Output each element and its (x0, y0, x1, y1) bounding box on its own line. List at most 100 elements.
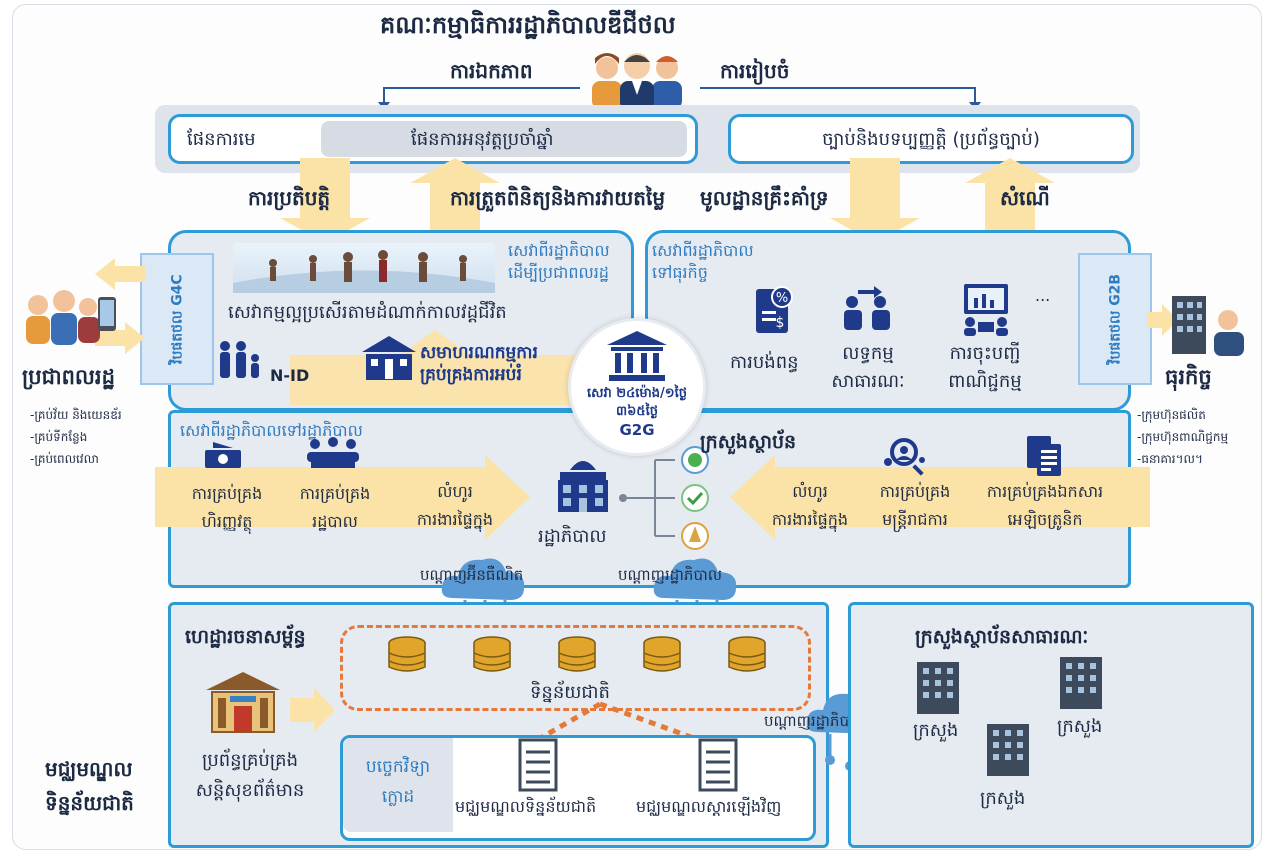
recovery-server-icon (698, 738, 738, 792)
hub-line3: G2G (619, 421, 655, 439)
national-data-box (340, 625, 811, 711)
g4c-portal-tab[interactable]: វិបផតថល G4C (140, 253, 214, 385)
business-icon (1168, 290, 1250, 356)
ministry-building-icon (987, 724, 1029, 776)
database-icons (388, 636, 766, 672)
procurement-line2: សាធារណៈ (831, 371, 905, 392)
life-cycle-image (233, 243, 495, 293)
more-services: ... (1035, 286, 1051, 305)
master-plan: ផែនការមេ (187, 129, 256, 150)
national-data-label: ទិន្នន័យជាតិ (530, 682, 610, 703)
education-line1: សមាហរណកម្មការ (420, 343, 538, 363)
ndc-server-icon (518, 738, 558, 792)
citizens-label: ប្រជាពលរដ្ឋ (22, 365, 115, 389)
workflow-right-line1: លំហូរ (792, 482, 828, 501)
documents-line2: អេឡិចត្រូនិក (1007, 510, 1083, 529)
internet-network-label: បណ្តាញអ៊ីនធឺណិត (420, 566, 524, 584)
ministry-building-icon (917, 662, 959, 714)
database-icon (388, 636, 766, 672)
finance-line1: ការគ្រប់គ្រង (191, 484, 263, 503)
annual-plan: ផែនការអនុវត្តប្រចាំឆ្នាំ (411, 129, 554, 150)
consensus-label: ការឯកភាព (450, 59, 533, 83)
officials-management: ការគ្រប់គ្រង មន្ត្រីរាជការ (860, 478, 970, 534)
cloud-line1: បច្ចេកវិទ្យា (365, 757, 431, 777)
ministry-label-1: ក្រសួង (913, 720, 959, 741)
ministry-connector (619, 446, 709, 550)
gov-network-label: បណ្តាញរដ្ឋាភិបាល (618, 566, 723, 584)
hub-line2: ៣៦៥ថ្ងៃ (616, 404, 658, 419)
g2g-header: សេវាពីរដ្ឋាភិបាលទៅរដ្ឋាភិបាល (180, 421, 363, 440)
ministry-label-3: ក្រសួង (980, 788, 1026, 809)
g2b-header: សេវាពីរដ្ឋាភិបាល ទៅធុរកិច្ច (652, 240, 754, 284)
public-procurement: លទ្ធកម្ម សាធារណៈ (818, 340, 918, 396)
finance-line2: ហិរញ្ញវត្ថុ (201, 512, 253, 531)
business-registration-icon (958, 282, 1014, 336)
national-data-center: មជ្ឈមណ្ឌលទិន្នន័យជាតិ (455, 797, 597, 816)
g2g-hub: សេវា ២៤ម៉ោង/១ថ្ងៃ ៣៦៥ថ្ងៃ G2G (568, 318, 706, 456)
security-line2: សន្តិសុខព័ត៌មាន (195, 780, 305, 801)
ministry-building-icon (1060, 657, 1102, 709)
g4c-header: សេវាពីរដ្ឋាភិបាល ដើម្បីប្រជាពលរដ្ឋ (508, 240, 610, 284)
citizens-bullet: -គ្រប់ទីកន្លែង (30, 430, 88, 444)
family-icon (215, 340, 265, 380)
procurement-icon (840, 284, 892, 334)
legal-box: ច្បាប់និងបទប្បញ្ញត្តិ (ប្រព័ន្ធច្បាប់) (728, 114, 1134, 164)
life-services: សេវាកម្មល្អប្រសើរតាមដំណាក់កាលវដ្តជីវិត (228, 302, 507, 323)
security-building-icon (206, 672, 280, 734)
life-services-arrow (290, 330, 580, 405)
education-integration: សមាហរណកម្មការ គ្រប់គ្រងការអប់រំ (420, 342, 538, 386)
infrastructure-label: មូលដ្ឋានគ្រឹះគាំទ្រ (700, 186, 829, 210)
government-label: រដ្ឋាភិបាល (538, 526, 607, 547)
citizens-bullet: -គ្រប់ពេលវេលា (30, 452, 99, 466)
ndc-label-line1: មជ្ឈមណ្ឌល (45, 757, 133, 781)
citizens-bullet: -គ្រប់វ័យ និងយេនឌ័រ (30, 408, 122, 422)
registration-line1: ការចុះបញ្ជី (949, 343, 1021, 364)
business-bullet: -ក្រុមហ៊ុនពាណិជ្ជកម្ម (1137, 430, 1229, 444)
cloud-tech-box: បច្ចេកវិទ្យា ក្លោដ (340, 735, 816, 841)
ministries-label: ក្រសួងស្ថាប័ន (700, 431, 797, 453)
monitoring-label: ការត្រួតពិនិត្យនិងការវាយតម្លៃ (450, 186, 666, 210)
g2b-header-line2: ទៅធុរកិច្ច (652, 263, 708, 282)
flow-arrows (280, 158, 1055, 243)
g4c-header-line1: សេវាពីរដ្ឋាភិបាល (508, 241, 610, 260)
officials-search-icon (882, 438, 928, 476)
request-label: សំណើ (1000, 186, 1050, 210)
officials-line2: មន្ត្រីរាជការ (882, 510, 948, 529)
ndc-label-line2: ទិន្នន័យជាតិ (45, 791, 134, 815)
g4c-header-line2: ដើម្បីប្រជាពលរដ្ឋ (508, 263, 609, 282)
g2g-left-arrow (155, 455, 530, 540)
hub-line1: សេវា ២៤ម៉ោង/១ថ្ងៃ (586, 386, 688, 401)
infrastructure-title: ហេដ្ឋារចនាសម្ព័ន្ធ (185, 626, 306, 648)
workflow-right-line2: ការងារផ្ទៃក្នុង (771, 510, 849, 529)
admin-line2: រដ្ឋបាល (312, 512, 358, 531)
citizens-bullets: -គ្រប់វ័យ និងយេនឌ័រ -គ្រប់ទីកន្លែង -គ្រប… (30, 404, 122, 470)
business-bullet: -ធនាគារ។ល។ (1137, 452, 1203, 466)
cloud-technology: បច្ចេកវិទ្យា ក្លោដ (343, 752, 453, 812)
security-system: ប្រព័ន្ធគ្រប់គ្រង សន្តិសុខព័ត៌មាន (180, 746, 320, 806)
committee-title: គណៈកម្មាធិការរដ្ឋាភិបាលឌីជីថល (380, 11, 676, 39)
admin-line1: ការគ្រប់គ្រង (299, 484, 371, 503)
g2b-header-line1: សេវាពីរដ្ឋាភិបាល (652, 241, 754, 260)
internal-workflow-left: លំហូរ ការងារផ្ទៃក្នុង (400, 478, 510, 534)
security-to-data-arrow (290, 688, 335, 732)
preparation-label: ការរៀបចំ (720, 59, 790, 83)
public-institutions-title: ក្រសួងស្ថាប័នសាធារណៈ (915, 626, 1089, 648)
education-line2: គ្រប់គ្រងការអប់រំ (420, 365, 522, 385)
documents-icon (1027, 436, 1063, 476)
business-registration: ការចុះបញ្ជី ពាណិជ្ជកម្ម (925, 340, 1045, 396)
g2b-portal-tab[interactable]: វិបផតថល G2B (1078, 253, 1152, 385)
g2b-exchange-arrow (1148, 304, 1178, 336)
plans-box: ផែនការមេ ផែនការអនុវត្តប្រចាំឆ្នាំ (168, 114, 698, 164)
business-bullets: -ក្រុមហ៊ុនផលិត -ក្រុមហ៊ុនពាណិជ្ជកម្ម -ធន… (1137, 404, 1228, 470)
government-building-icon (552, 452, 614, 516)
tax-icon: % $ (752, 285, 796, 335)
cloud-line2: ក្លោដ (381, 787, 415, 807)
nid-label: N-ID (270, 366, 310, 385)
money-icon (205, 440, 241, 472)
government-temple-icon (607, 331, 667, 381)
documents-line1: ការគ្រប់គ្រងឯកសារ (986, 482, 1104, 501)
citizens-icon (20, 285, 120, 347)
e-documents-management: ការគ្រប់គ្រងឯកសារ អេឡិចត្រូនិក (970, 478, 1120, 534)
recovery-center: មជ្ឈមណ្ឌលស្តារឡើងវិញ (636, 797, 782, 816)
g2g-right-arrow (730, 455, 1150, 540)
